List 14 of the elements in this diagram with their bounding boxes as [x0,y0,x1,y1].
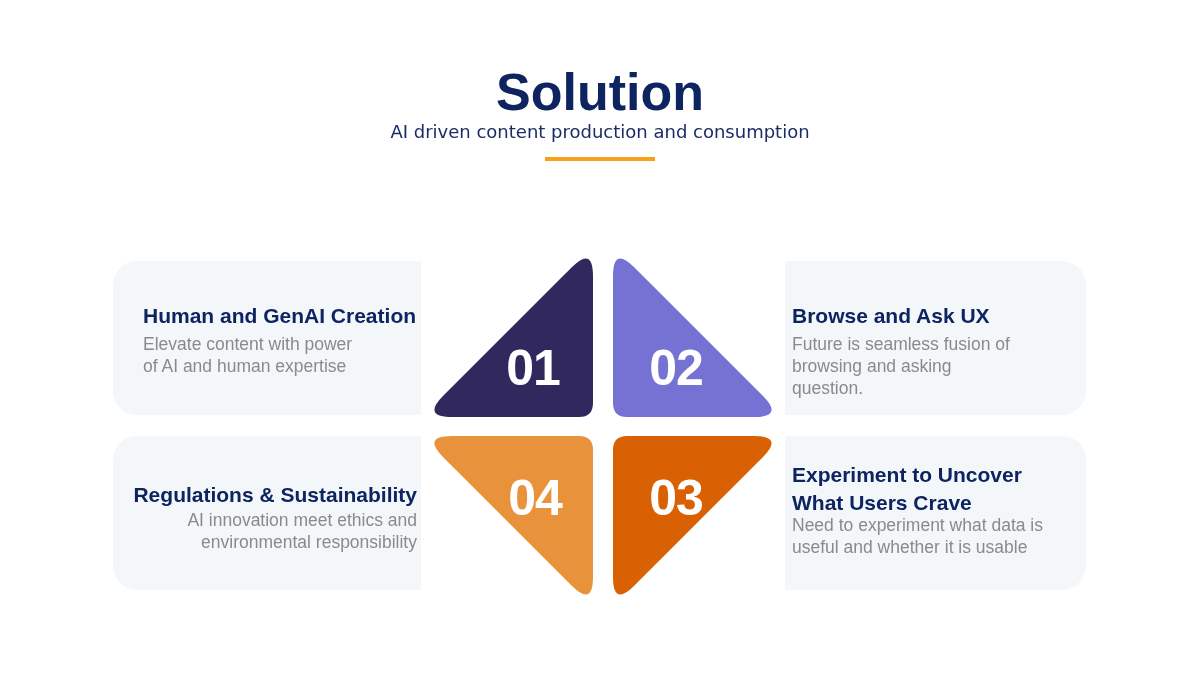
step-number: 03 [649,473,703,523]
card-heading: Browse and Ask UX [792,303,990,329]
card-description: Need to experiment what data is useful and whether it is usable [792,514,1044,558]
step-number: 04 [508,473,562,523]
card-heading: Human and GenAI Creation [143,303,417,329]
card-heading: Experiment to Uncover What Users Crave [792,462,1023,516]
card-description: Elevate content with power of AI and human expertise [143,333,354,377]
title: Solution [496,66,704,118]
card-heading: Regulations & Sustainability [133,482,417,508]
card-description: Future is seamless fusion of browsing and asking question. [792,333,1011,399]
card-description: AI innovation meet ethics and environmental responsibility [186,509,417,553]
step-number: 01 [506,343,560,393]
subtitle: AI driven content production and consumption [390,121,810,143]
step-number: 02 [649,343,703,393]
